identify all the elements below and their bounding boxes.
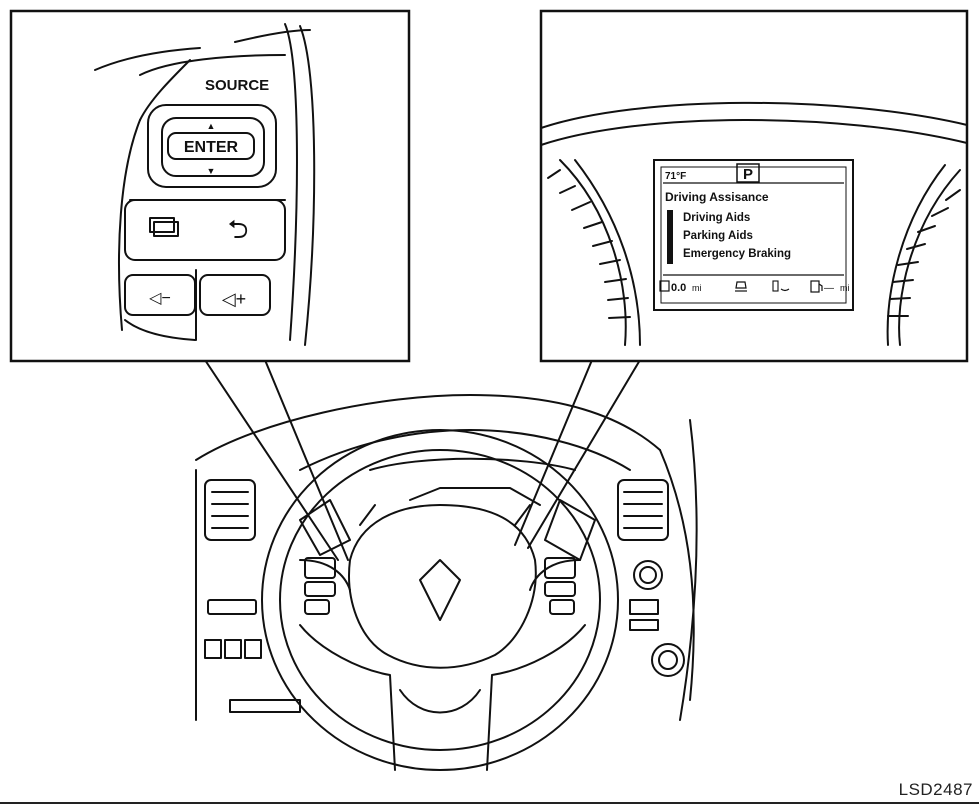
down-arrow-icon[interactable]: ▼ (207, 166, 216, 176)
enter-button[interactable]: ENTER (184, 139, 239, 156)
menu-title: Driving Assisance (665, 190, 769, 204)
callout-line-right-a (514, 359, 593, 546)
gear-indicator: P (743, 166, 753, 183)
switch-panel-drawing (94, 23, 316, 346)
range-value: — (824, 283, 834, 294)
trip-unit: mi (692, 283, 702, 293)
volume-down-button[interactable]: ◁− (149, 290, 171, 307)
callout-line-right-b (527, 359, 641, 549)
steering-hub (348, 504, 537, 669)
vehicle-assist-icon (735, 281, 747, 292)
temperature-readout: 71°F (665, 171, 686, 182)
trip-icon (659, 280, 670, 292)
parking-sensor-icon (772, 280, 790, 292)
steering-wheel-rim (261, 429, 619, 771)
source-button[interactable]: SOURCE (205, 77, 269, 94)
fuel-pump-icon (810, 280, 823, 293)
callout-line-left-b (264, 359, 349, 561)
volume-up-button[interactable]: ◁+ (222, 289, 246, 309)
up-arrow-icon[interactable]: ▲ (207, 121, 216, 131)
back-button[interactable]: ⮌ (228, 214, 249, 244)
menu-scroll-bar (667, 210, 673, 264)
menu-item[interactable]: Emergency Braking (683, 248, 791, 260)
meter-panel-drawing (540, 101, 968, 346)
range-unit: mi (840, 283, 850, 293)
trip-value: 0.0 (671, 282, 686, 294)
menu-item[interactable]: Driving Aids (683, 212, 750, 224)
page-baseline (0, 802, 979, 804)
callout-line-left-a (204, 359, 339, 561)
menu-item[interactable]: Parking Aids (683, 230, 753, 242)
gear-indicator-box (736, 163, 760, 183)
figure-code: LSD2487 (898, 780, 973, 799)
